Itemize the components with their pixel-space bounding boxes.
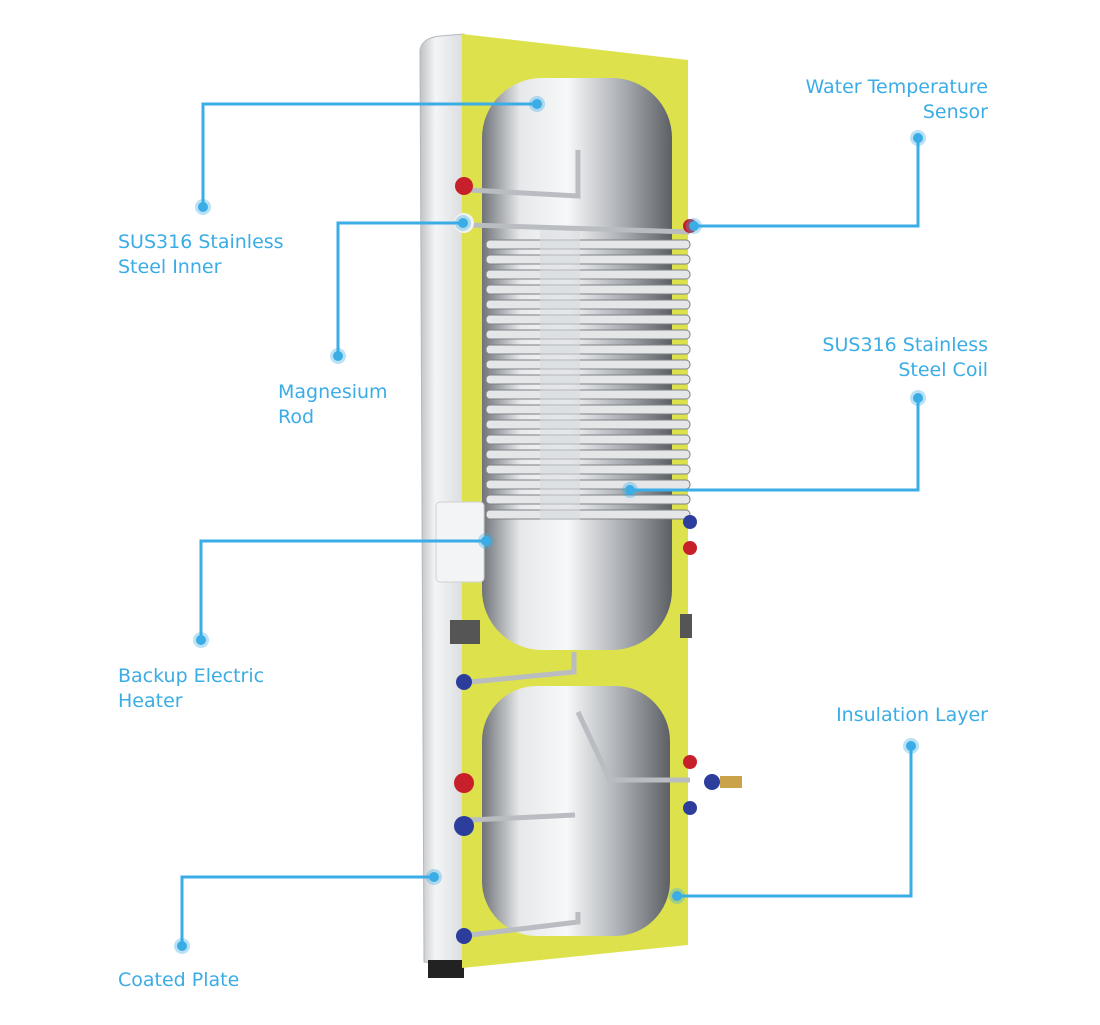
coil-ring xyxy=(485,299,691,310)
coil-ring xyxy=(485,269,691,280)
leader-line-steel-coil xyxy=(630,398,920,492)
callout-line: SUS316 Stainless xyxy=(118,231,284,253)
callout-line: Backup Electric xyxy=(118,665,265,687)
leader-line-magnesium-rod xyxy=(336,221,463,356)
coil-ring xyxy=(485,434,691,445)
callout-insulation-layer: Insulation Layer xyxy=(836,703,988,728)
coil-ring xyxy=(485,239,691,250)
leader-line-backup-electric-heater xyxy=(199,539,486,640)
callout-line: Heater xyxy=(118,690,183,712)
leader-line-insulation-layer xyxy=(677,746,913,898)
coil-ring xyxy=(485,479,691,490)
callout-coated-plate: Coated Plate xyxy=(118,968,239,993)
coil-ring xyxy=(485,389,691,400)
coil-ring xyxy=(485,284,691,295)
steel-coil xyxy=(485,239,691,520)
coil-ring xyxy=(485,494,691,505)
callout-dot xyxy=(532,99,542,109)
callout-dot xyxy=(333,351,343,361)
callout-line: Steel Coil xyxy=(898,359,988,381)
coil-ring xyxy=(485,449,691,460)
callout-dot xyxy=(689,221,699,231)
coil-ring xyxy=(485,359,691,370)
coil-ring xyxy=(485,314,691,325)
callout-dot xyxy=(913,393,923,403)
leader-line-water-temperature-sensor xyxy=(694,138,920,228)
coil-ring xyxy=(485,254,691,265)
leader-line-inner-tank xyxy=(201,102,537,207)
callout-dot xyxy=(177,941,187,951)
coil-ring xyxy=(485,344,691,355)
coil-ring xyxy=(485,509,691,520)
callout-line: Steel Inner xyxy=(118,256,222,278)
callout-dot xyxy=(625,485,635,495)
coil-ring xyxy=(485,464,691,475)
callout-line: Rod xyxy=(278,406,315,428)
callout-line: Sensor xyxy=(922,101,988,123)
callout-line: SUS316 Stainless xyxy=(822,334,988,356)
coil-ring xyxy=(485,374,691,385)
callout-dot xyxy=(429,872,439,882)
callout-line: Coated Plate xyxy=(118,969,240,991)
callout-line: Insulation Layer xyxy=(836,704,988,726)
callout-line: Water Temperature xyxy=(805,76,988,98)
coil-ring xyxy=(485,404,691,415)
leader-line-coated-plate xyxy=(180,875,434,946)
callout-dot xyxy=(196,635,206,645)
callout-dot xyxy=(481,536,491,546)
callout-dot xyxy=(672,891,682,901)
callout-line: Magnesium xyxy=(278,381,388,403)
tank-foot xyxy=(428,960,464,978)
callout-dot xyxy=(458,218,468,228)
callout-dot xyxy=(198,202,208,212)
coil-ring xyxy=(485,419,691,430)
coil-ring xyxy=(485,329,691,340)
callout-dot xyxy=(906,741,916,751)
lower-inner-tank xyxy=(482,686,670,936)
callout-dot xyxy=(913,133,923,143)
